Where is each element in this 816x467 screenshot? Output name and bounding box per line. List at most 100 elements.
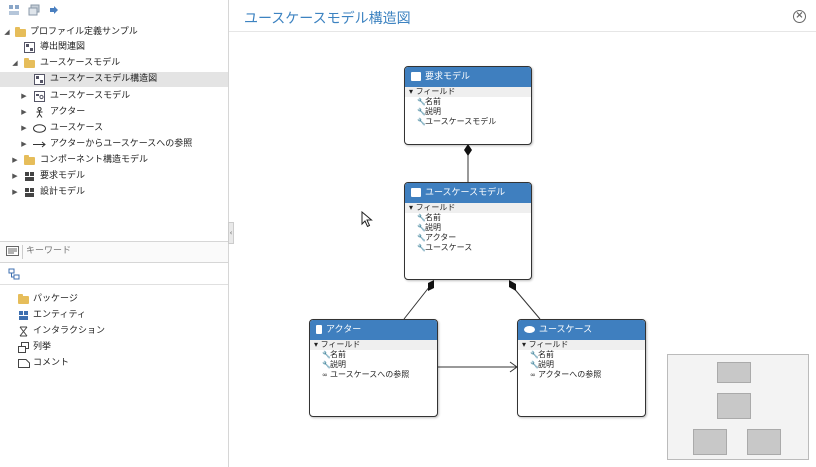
section-toggle-icon[interactable]: ▾ [409,203,416,212]
tree-item-component-structure-model[interactable]: ▶ コンポーネント構造モデル [0,153,228,168]
diagram-icon [34,74,45,85]
collapsed-arrow-icon[interactable]: ▶ [21,124,27,132]
collapse-all-icon[interactable] [8,4,20,16]
diagram-minimap[interactable] [667,354,809,460]
field-row[interactable]: 🔧名前 [518,350,645,360]
model-explorer-panel: ◢ プロファイル定義サンプル 導出関連図 ◢ ユースケースモデル ユースケースモ… [0,0,229,467]
field-row[interactable]: 🔧ユースケース [405,243,531,253]
keyword-search-icon [6,246,19,256]
field-label: 名前 [330,350,346,359]
wrench-icon: 🔧 [322,361,331,369]
palette-item-label: エンティティ [33,310,86,320]
fields-section-header[interactable]: ▾ フィールド [310,340,437,350]
reference-actor-usecase[interactable] [437,361,518,373]
tree-item-profile-sample[interactable]: ◢ プロファイル定義サンプル [0,25,228,40]
usecase-icon [33,123,46,134]
wrench-icon: 🔧 [530,351,539,359]
separator [22,245,23,259]
palette-item-label: コメント [33,358,70,368]
field-label: ユースケースへの参照 [330,370,410,379]
section-toggle-icon[interactable]: ▾ [409,87,416,96]
usecase-icon [524,326,535,333]
tree-item-label: アクター [50,107,86,117]
tree-item-actor[interactable]: ▶ アクター [0,105,228,120]
field-row[interactable]: ∞ユースケースへの参照 [310,370,437,380]
field-row[interactable]: 🔧説明 [518,360,645,370]
class-icon [411,188,421,197]
header-divider [229,31,816,32]
expanded-arrow-icon[interactable]: ◢ [4,28,10,36]
minimap-node [747,429,781,455]
field-row[interactable]: 🔧ユースケースモデル [405,117,531,127]
field-row[interactable]: 🔧説明 [405,107,531,117]
collapsed-arrow-icon[interactable]: ▶ [12,156,18,164]
tree-item-derivation-diagram[interactable]: 導出関連図 [0,40,228,55]
tree-item-label: 設計モデル [40,187,86,197]
keyword-search-input[interactable] [26,244,222,258]
entity-node-requirement-model[interactable]: 要求モデル ▾ フィールド 🔧名前 🔧説明 🔧ユースケースモデル [404,66,532,145]
mouse-cursor-icon [361,211,373,228]
tree-item-requirement-model[interactable]: ▶ 要求モデル [0,169,228,184]
collapsed-arrow-icon[interactable]: ▶ [21,108,27,116]
field-label: アクターへの参照 [538,370,602,379]
keyword-search-bar[interactable] [0,241,228,263]
fields-section-header[interactable]: ▾ フィールド [405,87,531,97]
entity-node-usecase-model[interactable]: ユースケースモデル ▾ フィールド 🔧名前 🔧説明 🔧アクター 🔧ユースケース [404,182,532,280]
entity-icon [411,72,421,81]
field-row[interactable]: ∞アクターへの参照 [518,370,645,380]
field-row[interactable]: 🔧アクター [405,233,531,243]
field-label: アクター [425,233,457,242]
composition-ucm-usecase[interactable] [509,280,541,320]
entity-node-actor[interactable]: アクター ▾ フィールド 🔧名前 🔧説明 ∞ユースケースへの参照 [309,319,438,417]
field-label: 説明 [538,360,554,369]
collapsed-arrow-icon[interactable]: ▶ [12,188,18,196]
palette-item-label: インタラクション [33,326,106,336]
folder-icon [24,155,35,165]
field-row[interactable]: 🔧説明 [405,223,531,233]
field-label: ユースケースモデル [425,117,497,126]
wrench-icon: 🔧 [322,351,331,359]
tree-item-usecase[interactable]: ▶ ユースケース [0,121,228,136]
entity-node-usecase[interactable]: ユースケース ▾ フィールド 🔧名前 🔧説明 ∞アクターへの参照 [517,319,646,417]
tree-item-usecase-structure-diagram[interactable]: ユースケースモデル構造図 [0,72,228,87]
wrench-icon: 🔧 [417,214,426,222]
close-icon[interactable]: × [793,10,806,23]
tree-item-design-model[interactable]: ▶ 設計モデル [0,185,228,200]
collapsed-arrow-icon[interactable]: ▶ [12,172,18,180]
field-row[interactable]: 🔧説明 [310,360,437,370]
panel-collapse-handle[interactable]: ‹ [228,222,234,244]
node-header[interactable]: アクター [310,320,437,340]
composition-req-ucm[interactable] [464,144,472,182]
node-title: アクター [326,325,362,335]
section-toggle-icon[interactable]: ▾ [314,340,321,349]
section-toggle-icon[interactable]: ▾ [522,340,529,349]
field-row[interactable]: 🔧名前 [405,97,531,107]
collapsed-arrow-icon[interactable]: ▶ [21,140,27,148]
collapsed-arrow-icon[interactable]: ▶ [21,92,27,100]
link-editor-icon[interactable] [48,4,60,16]
tree-item-actor-usecase-reference[interactable]: ▶ アクターからユースケースへの参照 [0,137,228,152]
fields-section-header[interactable]: ▾ フィールド [518,340,645,350]
layers-icon[interactable] [28,4,40,16]
field-label: 説明 [330,360,346,369]
folder-icon [18,294,29,304]
tree-item-label: 要求モデル [40,171,86,181]
fields-section-header[interactable]: ▾ フィールド [405,203,531,213]
node-title: 要求モデル [425,72,471,82]
expanded-arrow-icon[interactable]: ◢ [12,59,18,67]
hierarchy-icon[interactable] [8,268,20,280]
wrench-icon: 🔧 [417,98,426,106]
node-header[interactable]: 要求モデル [405,67,531,87]
tree-item-usecase-model-folder[interactable]: ◢ ユースケースモデル [0,56,228,71]
field-row[interactable]: 🔧名前 [310,350,437,360]
link-icon: ∞ [322,371,328,379]
node-header[interactable]: ユースケース [518,320,645,340]
actor-icon [34,106,45,118]
composition-ucm-actor[interactable] [403,280,434,320]
field-row[interactable]: 🔧名前 [405,213,531,223]
field-label: 説明 [425,107,441,116]
node-header[interactable]: ユースケースモデル [405,183,531,203]
tree-item-usecase-model[interactable]: ▶ ユースケースモデル [0,89,228,104]
tree-item-label: ユースケース [50,123,104,133]
field-label: 説明 [425,223,441,232]
